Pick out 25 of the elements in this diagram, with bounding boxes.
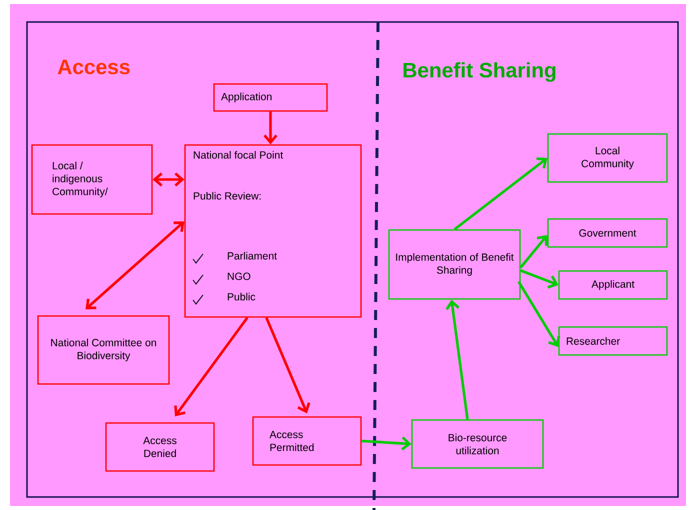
section-heading: Access xyxy=(58,60,130,74)
arrow xyxy=(174,316,248,416)
process-box: Access Permitted xyxy=(252,416,362,466)
arrow xyxy=(264,112,278,144)
arrow xyxy=(446,300,469,420)
process-box: Applicant xyxy=(558,270,668,300)
arrow xyxy=(454,157,548,230)
process-box: Local / indigenous Community/ xyxy=(31,144,153,215)
arrow xyxy=(265,317,310,414)
process-box: Researcher xyxy=(558,326,668,356)
arrow xyxy=(518,280,560,347)
arrow xyxy=(520,269,558,289)
process-box: Access Denied xyxy=(105,422,215,472)
arrow xyxy=(86,221,184,310)
section-heading: Benefit Sharing xyxy=(404,62,556,82)
arrow xyxy=(152,172,184,186)
process-box: Implementation of Benefit Sharing xyxy=(388,229,521,300)
arrow xyxy=(520,235,548,268)
process-box: Local Community xyxy=(547,133,668,183)
process-box: Government xyxy=(547,218,668,248)
review-box: National focal Point Public Review: Parliament NGO Public xyxy=(184,144,362,318)
process-box: National Committee on Biodiversity xyxy=(37,315,170,385)
arrow xyxy=(362,436,412,450)
process-box: Application xyxy=(213,83,328,112)
process-box: Bio-resource utilization xyxy=(411,419,544,469)
